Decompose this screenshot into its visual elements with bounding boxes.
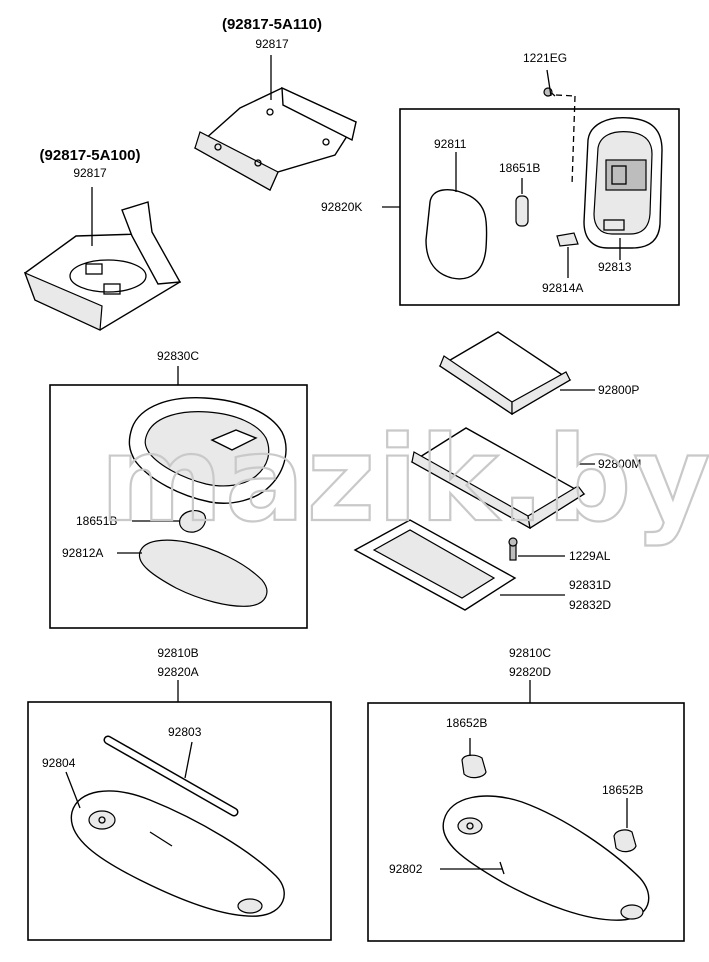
panel-92831d-label: 92831D: [569, 578, 611, 592]
panel-92832d-label: 92832D: [569, 598, 611, 612]
console-lamp-lens-label: 92812A: [62, 546, 103, 560]
upper-bracket-part: 92817: [255, 37, 289, 51]
panel-92800p-label: 92800P: [598, 383, 639, 397]
room-lamp-left-assembly: 92810B 92820A 92803 92804: [27, 646, 332, 941]
room-lamp-right-assy-b: 92820D: [509, 665, 551, 679]
watermark: mazik.by: [100, 410, 709, 548]
room-lamp-left-assy-b: 92820A: [157, 665, 198, 679]
console-lamp-bulb-label: 18651B: [76, 514, 117, 528]
console-lamp-bulb: [179, 509, 207, 533]
room-lamp-tube-label: 92803: [168, 725, 202, 739]
room-lamp-left-lens-label: 92804: [42, 756, 76, 770]
panel-screw-label: 1229AL: [569, 549, 611, 563]
room-lamp-bulb-right-label: 18652B: [602, 783, 643, 797]
lower-bracket: (92817-5A100) 92817: [23, 147, 182, 331]
console-lamp-lens: [138, 539, 268, 607]
room-lamp-left-assy-a: 92810B: [157, 646, 198, 660]
upper-bracket: (92817-5A110) 92817: [193, 16, 358, 191]
map-lamp-bulb: [515, 195, 529, 227]
room-lamp-bulb-top: [461, 754, 487, 779]
console-lamp-assy-label: 92830C: [157, 349, 199, 363]
map-lamp-bulb-label: 18651B: [499, 161, 540, 175]
room-lamp-right-lens-label: 92802: [389, 862, 423, 876]
panel-parts: 92800P 92800M 1229AL 92831D 92832D: [353, 331, 641, 612]
map-lamp-housing-label: 92813: [598, 260, 632, 274]
panel-92800m-label: 92800M: [598, 457, 641, 471]
map-lamp-lens-label: 92811: [434, 137, 467, 151]
room-lamp-right-assy-a: 92810C: [509, 646, 551, 660]
room-lamp-tube: [105, 737, 237, 815]
room-lamp-right-box: [367, 702, 685, 942]
room-lamp-right-assembly: 92810C 92820D 18652B 18652B 92802: [367, 646, 685, 942]
room-lamp-left-lens: [70, 790, 285, 917]
room-lamp-right-lens: [442, 795, 650, 921]
lower-bracket-alt-part: (92817-5A100): [40, 147, 141, 164]
map-lamp-assembly: 92820K 92811 18651B 1221EG 92813 92814A: [321, 51, 680, 306]
room-lamp-bulb-top-label: 18652B: [446, 716, 487, 730]
upper-bracket-alt-part: (92817-5A110): [222, 16, 322, 33]
room-lamp-bulb-right: [613, 829, 637, 853]
room-lamp-left-box: [27, 701, 332, 941]
lower-bracket-part: 92817: [73, 166, 107, 180]
map-lamp-screw-label: 1221EG: [523, 51, 567, 65]
map-lamp-assy-label: 92820K: [321, 200, 362, 214]
map-lamp-clip: [556, 232, 579, 247]
map-lamp-lens: [425, 189, 488, 280]
map-lamp-clip-label: 92814A: [542, 281, 583, 295]
console-lamp-assembly: 92830C 18651B 92812A: [49, 349, 308, 629]
